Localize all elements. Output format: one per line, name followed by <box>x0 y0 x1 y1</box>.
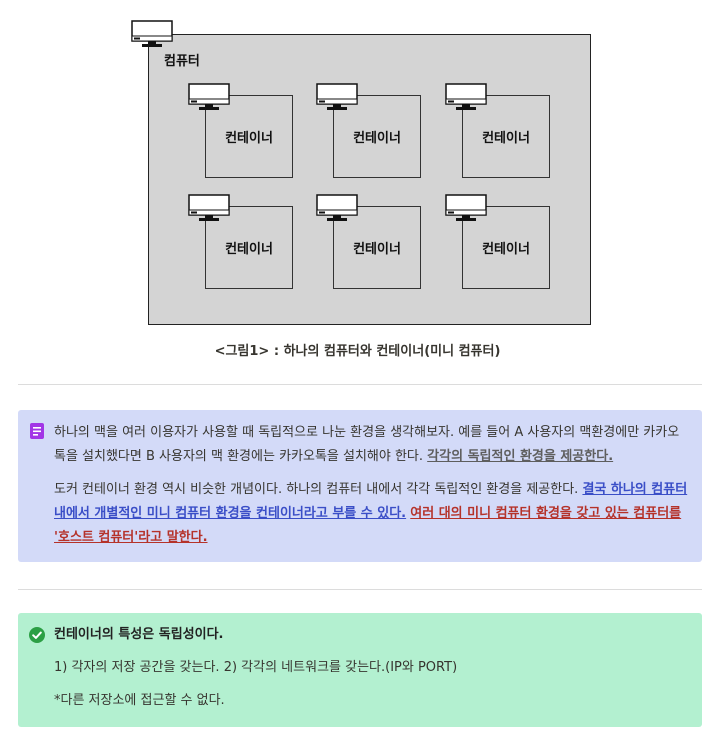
callout-success: 컨테이너의 특성은 독립성이다. 1) 각자의 저장 공간을 갖는다. 2) 각… <box>18 613 702 727</box>
callout-info: 하나의 맥을 여러 이용자가 사용할 때 독립적으로 나눈 환경을 생각해보자.… <box>18 410 702 562</box>
container-box: 컨테이너 <box>333 206 421 289</box>
container-box: 컨테이너 <box>462 95 550 178</box>
divider <box>18 384 702 385</box>
monitor-icon <box>188 194 230 222</box>
container-label: 컨테이너 <box>225 131 273 146</box>
highlight-text-blue: 결국 하나의 컴퓨터 내에서 개별적인 미니 컴퓨터 환경을 컨테이너라고 부를… <box>54 482 688 521</box>
container-label: 컨테이너 <box>482 131 530 146</box>
container-box: 컨테이너 <box>205 206 293 289</box>
monitor-icon <box>445 194 487 222</box>
monitor-icon <box>316 194 358 222</box>
monitor-icon <box>316 83 358 111</box>
figure-caption: <그림1> : 하나의 컴퓨터와 컨테이너(미니 컴퓨터) <box>214 344 501 359</box>
callout-title: 컨테이너의 특성은 독립성이다. <box>54 627 224 642</box>
container-label: 컨테이너 <box>353 242 401 257</box>
paragraph-text: 도커 컨테이너 환경 역시 비슷한 개념이다. 하나의 컴퓨터 내에서 각각 독… <box>54 482 583 497</box>
callout-paragraph: 하나의 맥을 여러 이용자가 사용할 때 독립적으로 나눈 환경을 생각해보자.… <box>54 421 688 469</box>
container-label: 컨테이너 <box>482 242 530 257</box>
container-label: 컨테이너 <box>225 242 273 257</box>
callout-paragraph: 도커 컨테이너 환경 역시 비슷한 개념이다. 하나의 컴퓨터 내에서 각각 독… <box>54 478 688 550</box>
monitor-icon <box>131 20 173 48</box>
container-box: 컨테이너 <box>205 95 293 178</box>
check-circle-icon <box>29 627 45 643</box>
highlight-text-red: 여러 대의 미니 컴퓨터 환경을 갖고 있는 컴퓨터를 '호스트 컴퓨터'라고 … <box>54 506 682 545</box>
monitor-icon <box>188 83 230 111</box>
paragraph-text: 하나의 맥을 여러 이용자가 사용할 때 독립적으로 나눈 환경을 생각해보자.… <box>54 425 680 464</box>
container-label: 컨테이너 <box>353 131 401 146</box>
monitor-icon <box>445 83 487 111</box>
host-computer-label: 컴퓨터 <box>164 54 200 69</box>
callout-line: *다른 저장소에 접근할 수 없다. <box>54 693 225 708</box>
bookmark-icon <box>29 423 45 439</box>
container-box: 컨테이너 <box>462 206 550 289</box>
figure-diagram: 컴퓨터 컨테이너 컨테이너 컨테이너 컨테이너 컨테이너 컨테이너 <그림1> … <box>131 20 591 359</box>
callout-line: 1) 각자의 저장 공간을 갖는다. 2) 각각의 네트워크를 갖는다.(IP와… <box>54 660 458 675</box>
container-box: 컨테이너 <box>333 95 421 178</box>
divider <box>18 589 702 590</box>
highlight-text: 각각의 독립적인 환경을 제공한다. <box>427 449 614 464</box>
